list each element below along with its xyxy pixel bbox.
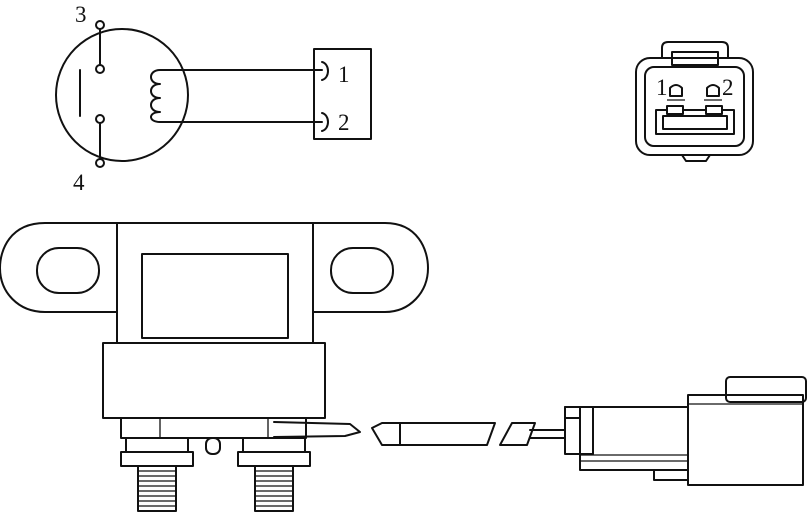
contact-upper-dot — [95, 64, 105, 74]
schematic-connector-box — [313, 48, 372, 140]
label-terminal-3: 3 — [75, 2, 87, 27]
terminal-3-dot — [95, 20, 105, 30]
connector-face-view: 1 2 — [635, 41, 754, 162]
pin-2-socket — [321, 112, 329, 132]
stud-left-nut — [120, 451, 194, 467]
center-pin — [205, 437, 221, 455]
pin-1-contact — [666, 105, 684, 115]
pin-1-socket — [321, 61, 329, 81]
label-pin-2: 2 — [338, 110, 350, 135]
relay-assembly — [0, 222, 429, 512]
mounting-hole-right — [330, 247, 394, 294]
relay-label-window — [141, 253, 289, 339]
relay-lower-body — [102, 342, 326, 419]
terminal-block-outer — [655, 109, 735, 135]
relay-upper-body — [116, 222, 314, 344]
stud-right-collar — [242, 437, 306, 453]
connector-head — [687, 394, 804, 486]
relay-housing-circle — [55, 28, 189, 162]
connector-key — [681, 154, 711, 162]
relay-schematic: 3 4 1 2 — [55, 2, 372, 195]
stud-left-threads — [138, 470, 176, 507]
coil-winding — [150, 69, 186, 123]
pin-2-cavity — [706, 84, 720, 97]
terminal-4-dot — [95, 158, 105, 168]
cable-segment-1 — [273, 421, 361, 438]
stud-right-threads — [255, 470, 293, 507]
pin-2-contact — [705, 105, 723, 115]
latch-window — [671, 51, 719, 66]
cable-and-connector — [371, 376, 807, 486]
cable-segment-3 — [499, 422, 536, 446]
mounting-flange-right — [312, 222, 429, 313]
label-terminal-4: 4 — [73, 170, 85, 195]
connector-inner-shell — [644, 66, 745, 147]
mounting-hole-left — [36, 247, 100, 294]
connector-outer-shell — [635, 57, 754, 156]
connector-boot-top — [564, 406, 581, 419]
mounting-flange-left — [0, 222, 118, 313]
connector-latch — [661, 41, 729, 59]
cable-segment-2 — [371, 422, 496, 446]
stud-right-thread — [254, 465, 294, 512]
stud-left-collar — [125, 437, 189, 453]
face-label-pin-2: 2 — [722, 75, 734, 100]
label-pin-1: 1 — [338, 62, 350, 87]
contact-lower-dot — [95, 114, 105, 124]
face-label-pin-1: 1 — [656, 75, 668, 100]
terminal-block-inner — [662, 115, 728, 130]
stud-right-nut — [237, 451, 311, 467]
connector-latch-tab — [725, 376, 807, 403]
pin-1-cavity — [669, 84, 683, 97]
connector-lower-tab — [653, 469, 689, 481]
relay-base-plate — [120, 417, 307, 439]
stud-left-thread — [137, 465, 177, 512]
